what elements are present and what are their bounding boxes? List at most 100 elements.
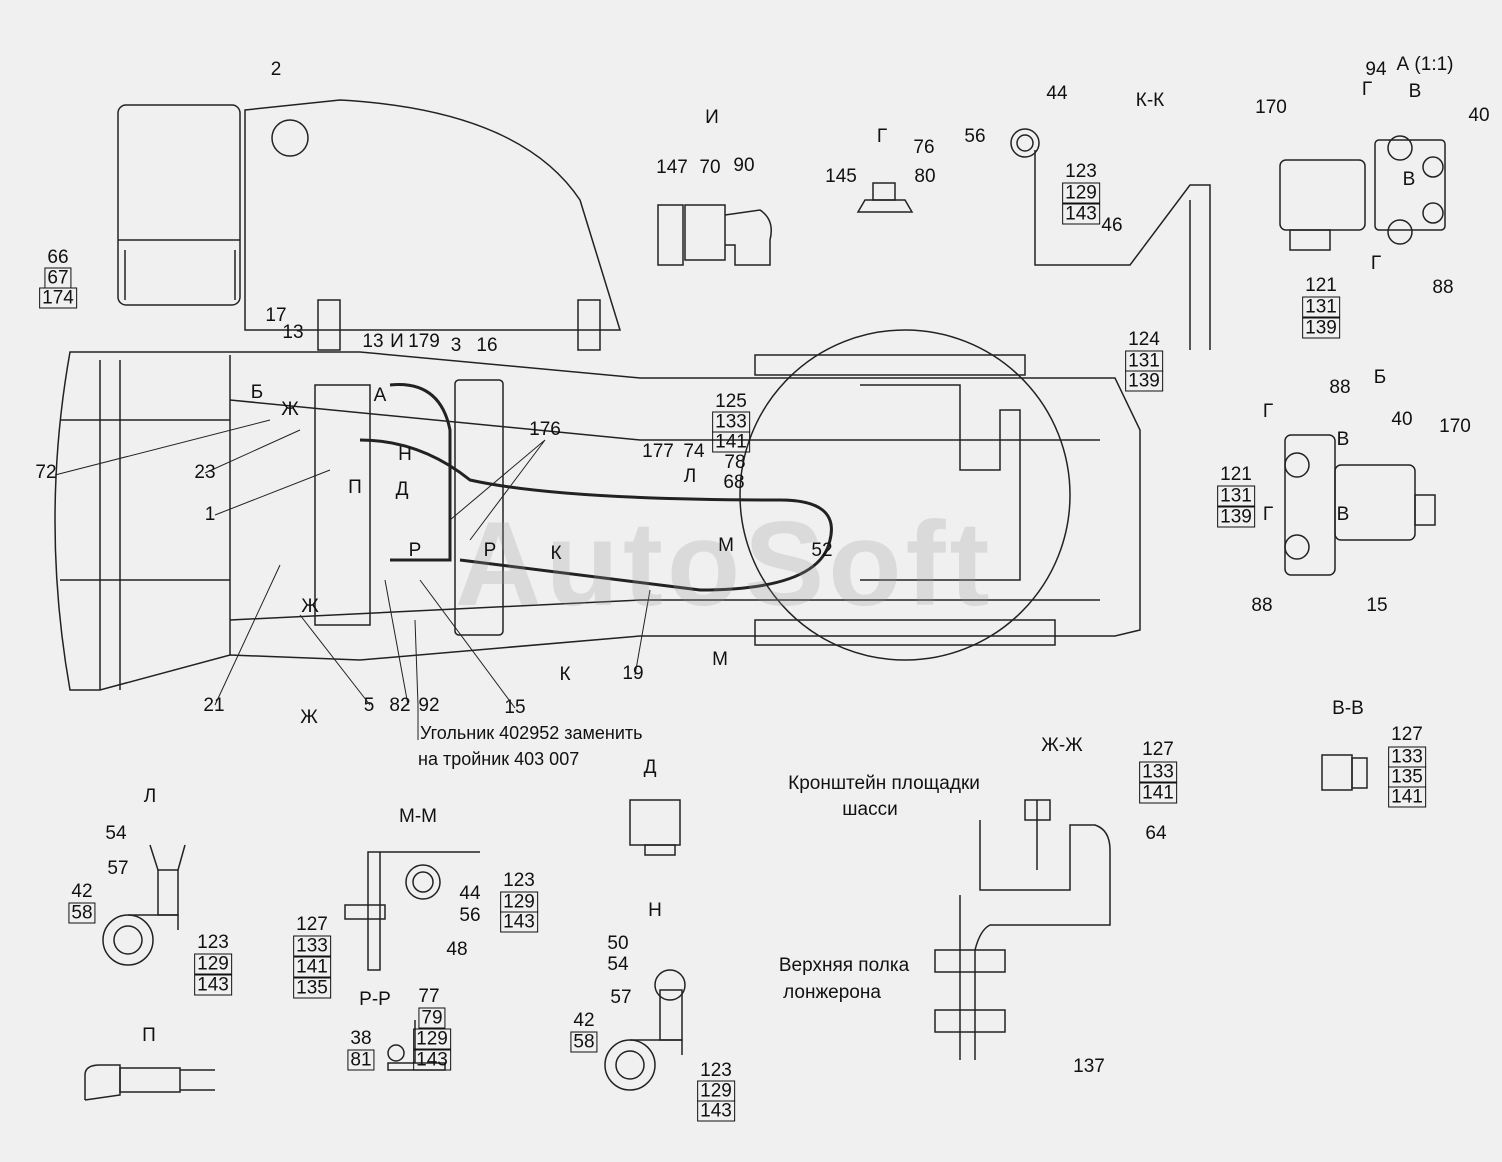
main-view-callout: Ж	[281, 399, 299, 420]
view-L-callout: 54	[105, 823, 127, 844]
view-A-callout: 88	[1432, 277, 1454, 298]
main-view-callout: 174	[39, 287, 77, 309]
main-view-callout: М	[718, 535, 734, 556]
view-B-callout: Г	[1262, 504, 1274, 525]
section-ZhZh-callout: Верхняя полка	[778, 955, 910, 976]
main-view-callout: Л	[683, 466, 697, 487]
section-VV-drawing	[1321, 754, 1368, 791]
section-KK-callout: 131	[1125, 350, 1163, 372]
section-VV-callout: В-В	[1332, 698, 1364, 719]
main-view-callout: 177	[642, 441, 674, 462]
section-MM-callout: М-М	[399, 806, 437, 827]
view-I-callout: 70	[699, 157, 721, 178]
section-MM-callout: 48	[446, 939, 468, 960]
section-KK-callout: 46	[1101, 215, 1123, 236]
view-B-callout: Б	[1373, 367, 1387, 388]
main-view-callout: Б	[250, 382, 264, 403]
section-KK-callout: 129	[1062, 182, 1100, 204]
section-MM-callout: 133	[293, 935, 331, 957]
section-KK-drawing	[1010, 128, 1211, 350]
main-view-callout: М	[712, 649, 728, 670]
view-N-callout: 123	[700, 1060, 732, 1081]
section-KK-callout: 123	[1065, 161, 1097, 182]
section-MM-callout: 123	[503, 870, 535, 891]
main-view-callout: 21	[203, 695, 225, 716]
main-view-callout: К	[559, 664, 571, 685]
leader-lines	[54, 419, 651, 740]
section-RR-callout: 77	[418, 986, 440, 1007]
view-N-callout: 58	[570, 1031, 598, 1053]
view-N-drawing	[604, 969, 686, 1091]
view-L-callout: Л	[143, 786, 157, 807]
view-P-callout: П	[142, 1025, 156, 1046]
view-N-callout: 50	[607, 933, 629, 954]
section-ZhZh-callout: лонжерона	[783, 982, 881, 1003]
section-KK-callout: 44	[1046, 83, 1068, 104]
main-view-callout: 3	[450, 335, 462, 356]
section-ZhZh-callout: 64	[1145, 823, 1167, 844]
view-N-callout: 54	[607, 954, 629, 975]
section-ZhZh-callout: 127	[1142, 739, 1174, 760]
section-ZhZh-callout: Ж-Ж	[1041, 735, 1083, 756]
section-RR-callout: 79	[418, 1007, 446, 1029]
view-G-callout: Г	[876, 126, 888, 147]
section-ZhZh-callout: шасси	[842, 799, 898, 820]
view-N-callout: 129	[697, 1080, 735, 1102]
main-view-callout: 74	[683, 441, 705, 462]
section-ZhZh-callout: 137	[1073, 1056, 1105, 1077]
view-B-callout: Г	[1262, 401, 1274, 422]
main-view-callout: 2	[270, 59, 282, 80]
view-B-callout: В	[1336, 504, 1350, 525]
view-B-callout: 121	[1220, 464, 1252, 485]
section-MM-callout: 141	[293, 956, 331, 978]
main-view-callout: 13	[282, 322, 304, 343]
replacement-note-line2: на тройник 403 007	[418, 749, 580, 769]
view-A-callout: В	[1402, 169, 1416, 190]
view-L-callout: 123	[197, 932, 229, 953]
main-view-callout: 141	[712, 431, 750, 453]
view-B-callout: В	[1336, 429, 1350, 450]
watermark: AutoSoft	[455, 497, 994, 631]
view-L-callout: 129	[194, 953, 232, 975]
section-KK-callout: 124	[1128, 329, 1160, 350]
view-A-callout: 94	[1365, 59, 1387, 80]
section-ZhZh-callout: Кронштейн площадки	[788, 773, 980, 794]
view-G-drawing	[856, 182, 914, 213]
main-view-callout: А	[373, 385, 387, 406]
main-view-callout: 13	[362, 331, 384, 352]
main-view-callout: 179	[408, 331, 440, 352]
view-L-callout: 143	[194, 974, 232, 996]
view-B-callout: 88	[1329, 377, 1351, 398]
section-MM-callout: 44	[459, 883, 481, 904]
view-N-callout: 42	[573, 1010, 595, 1031]
tank-assembly	[117, 99, 622, 351]
main-view-callout: К	[550, 543, 562, 564]
main-view-callout: Ж	[301, 596, 319, 617]
section-MM-drawing	[344, 851, 480, 971]
section-MM-callout: 143	[500, 911, 538, 933]
view-B-callout: 15	[1366, 595, 1388, 616]
section-MM-callout: 129	[500, 891, 538, 913]
main-view-callout: Н	[398, 444, 412, 465]
section-KK-callout: 139	[1125, 370, 1163, 392]
main-view-callout: 72	[35, 462, 57, 483]
view-I-callout: И	[705, 107, 719, 128]
main-view-callout: Д	[395, 479, 409, 500]
view-D-callout: Д	[643, 757, 657, 778]
view-B-drawing	[1284, 434, 1436, 576]
section-VV-callout: 133	[1388, 746, 1426, 768]
view-P-drawing	[84, 1064, 215, 1101]
view-N-callout: Н	[648, 900, 662, 921]
view-N-callout: 57	[610, 987, 632, 1008]
main-view-callout: 15	[504, 697, 526, 718]
main-view-callout: И	[390, 331, 404, 352]
view-D-drawing	[629, 799, 681, 856]
main-view-callout: Ж	[300, 707, 318, 728]
view-A-callout: 131	[1302, 296, 1340, 318]
section-MM-callout: 56	[459, 905, 481, 926]
main-view-callout: 92	[418, 695, 440, 716]
main-view-callout: 78	[724, 452, 746, 473]
main-view-callout: 16	[476, 335, 498, 356]
